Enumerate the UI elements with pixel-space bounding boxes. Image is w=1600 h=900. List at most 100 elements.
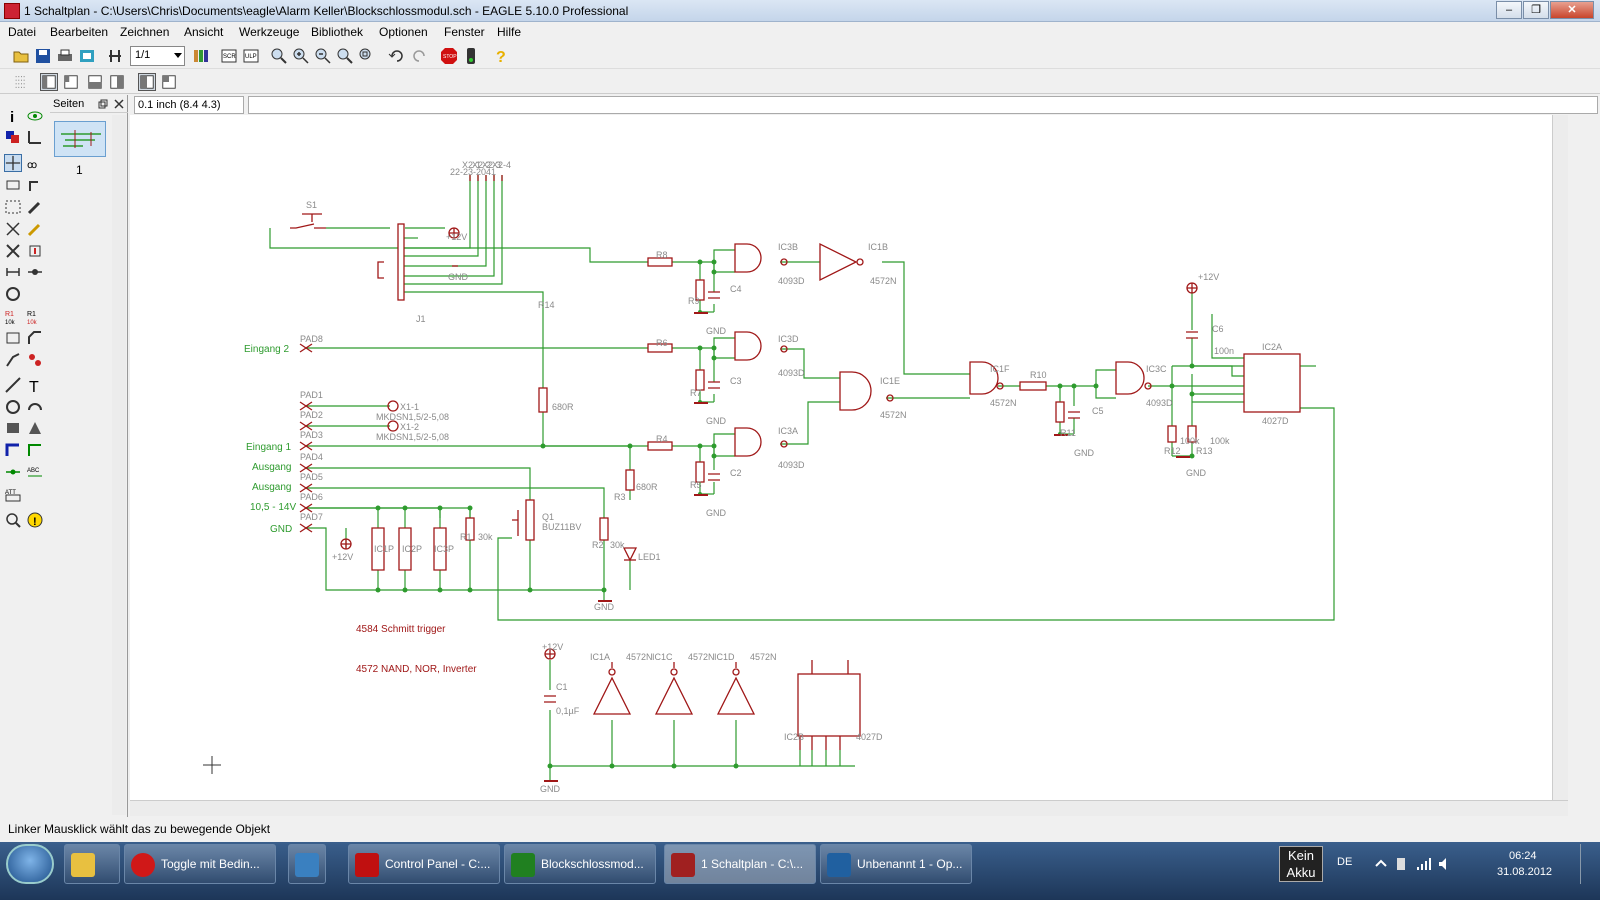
zoom-in-icon[interactable] xyxy=(292,47,310,65)
split-icon[interactable] xyxy=(4,351,22,369)
text-icon[interactable]: T xyxy=(26,376,44,394)
smash-icon[interactable] xyxy=(4,329,22,347)
explorer-task[interactable] xyxy=(64,844,120,884)
label-icon[interactable]: ABC xyxy=(26,463,44,481)
print-icon[interactable] xyxy=(56,47,74,65)
display-icon[interactable] xyxy=(4,128,22,146)
cam-icon[interactable] xyxy=(78,47,96,65)
paste-icon[interactable] xyxy=(26,220,44,238)
close-button[interactable]: ✕ xyxy=(1550,1,1594,19)
group-icon[interactable] xyxy=(4,198,22,216)
erc-icon[interactable] xyxy=(4,511,22,529)
page-thumbnail[interactable] xyxy=(54,121,106,157)
undo-icon[interactable] xyxy=(388,47,406,65)
network-icon[interactable] xyxy=(1415,856,1431,872)
layout-1-icon[interactable] xyxy=(40,73,58,91)
clock-date[interactable]: 31.08.2012 xyxy=(1497,866,1553,878)
pinswap-icon[interactable] xyxy=(4,263,22,281)
stop-icon[interactable]: STOP xyxy=(440,47,458,65)
layout-2-icon[interactable] xyxy=(62,73,80,91)
layout-3-icon[interactable] xyxy=(86,73,104,91)
redo-icon[interactable] xyxy=(410,47,428,65)
board-switch-icon[interactable] xyxy=(106,47,124,65)
delete-icon[interactable] xyxy=(4,242,22,260)
task-opera[interactable]: Toggle mit Bedin... xyxy=(124,844,276,884)
close-panel-icon[interactable] xyxy=(114,99,124,109)
layout-5-icon[interactable] xyxy=(138,73,156,91)
task-board[interactable]: Blockschlossmod... xyxy=(504,844,656,884)
save-icon[interactable] xyxy=(34,47,52,65)
pages-scrollbar[interactable] xyxy=(112,115,126,815)
mirror-icon[interactable] xyxy=(4,176,22,194)
task-control-panel[interactable]: Control Panel - C:... xyxy=(348,844,500,884)
cut-icon[interactable] xyxy=(4,220,22,238)
change-icon[interactable] xyxy=(26,198,44,216)
attribute-icon[interactable]: ATT xyxy=(4,485,22,503)
grid-icon[interactable] xyxy=(12,73,30,91)
mark-icon[interactable] xyxy=(26,128,44,146)
rotate-icon[interactable] xyxy=(26,176,44,194)
menu-datei[interactable]: Datei xyxy=(8,25,37,39)
show-icon[interactable] xyxy=(26,107,44,125)
info-icon[interactable]: i xyxy=(4,107,22,125)
menu-hilfe[interactable]: Hilfe xyxy=(497,25,522,39)
net-icon[interactable] xyxy=(26,441,44,459)
bus-icon[interactable] xyxy=(4,441,22,459)
menu-bibliothek[interactable]: Bibliothek xyxy=(311,25,364,39)
show-hidden-icons-icon[interactable] xyxy=(1373,856,1389,872)
polygon-icon[interactable] xyxy=(26,419,44,437)
show-desktop-button[interactable] xyxy=(1580,844,1598,884)
script-icon[interactable]: SCR xyxy=(220,47,238,65)
menu-zeichnen[interactable]: Zeichnen xyxy=(120,25,170,39)
move-icon[interactable] xyxy=(4,154,22,172)
task-media[interactable] xyxy=(288,844,326,884)
undock-icon[interactable] xyxy=(98,99,108,109)
task-openoffice[interactable]: Unbenannt 1 - Op... xyxy=(820,844,972,884)
zoom-select-icon[interactable] xyxy=(358,47,376,65)
layout-4-icon[interactable] xyxy=(108,73,126,91)
rect-icon[interactable] xyxy=(4,419,22,437)
junction-icon[interactable] xyxy=(4,463,22,481)
zoom-out-icon[interactable] xyxy=(314,47,332,65)
redraw-icon[interactable] xyxy=(336,47,354,65)
menu-bearbeiten[interactable]: Bearbeiten xyxy=(50,25,109,39)
horizontal-scrollbar[interactable] xyxy=(130,800,1568,816)
ulp-icon[interactable]: ULP xyxy=(242,47,260,65)
sheet-select[interactable]: 1/1 xyxy=(130,46,185,66)
invoke-icon[interactable] xyxy=(26,351,44,369)
menu-fenster[interactable]: Fenster xyxy=(444,25,485,39)
minimize-button[interactable]: – xyxy=(1496,1,1522,19)
menu-ansicht[interactable]: Ansicht xyxy=(184,25,224,39)
go-icon[interactable] xyxy=(462,47,480,65)
replace-icon[interactable] xyxy=(4,285,22,303)
start-button[interactable] xyxy=(6,844,54,884)
miter-icon[interactable] xyxy=(26,329,44,347)
circle-icon[interactable] xyxy=(4,398,22,416)
language-indicator[interactable]: DE xyxy=(1337,856,1353,868)
arc-icon[interactable] xyxy=(26,398,44,416)
errors-icon[interactable]: ! xyxy=(26,511,44,529)
vertical-scrollbar[interactable] xyxy=(1552,115,1568,800)
menu-optionen[interactable]: Optionen xyxy=(379,25,428,39)
gateswap-icon[interactable] xyxy=(26,263,44,281)
wire-icon[interactable] xyxy=(4,376,22,394)
help-icon[interactable]: ? xyxy=(492,47,510,65)
volume-icon[interactable] xyxy=(1437,856,1453,872)
layout-6-icon[interactable] xyxy=(160,73,178,91)
clock-time[interactable]: 06:24 xyxy=(1509,850,1537,862)
maximize-button[interactable]: ❐ xyxy=(1523,1,1549,19)
zoom-fit-icon[interactable] xyxy=(270,47,288,65)
schematic-canvas[interactable]: Eingang 2 Eingang 1 Ausgang Ausgang 10,5… xyxy=(130,115,1552,800)
add-icon[interactable] xyxy=(26,242,44,260)
command-input[interactable] xyxy=(248,96,1598,114)
menu-werkzeuge[interactable]: Werkzeuge xyxy=(239,25,300,39)
copy-icon[interactable]: ꝏ xyxy=(26,154,44,172)
open-icon[interactable] xyxy=(12,47,30,65)
library-icon[interactable] xyxy=(192,47,210,65)
svg-text:PAD4: PAD4 xyxy=(300,452,323,462)
safely-remove-icon[interactable] xyxy=(1393,856,1409,872)
task-schaltplan[interactable]: 1 Schaltplan - C:\... xyxy=(664,844,816,884)
